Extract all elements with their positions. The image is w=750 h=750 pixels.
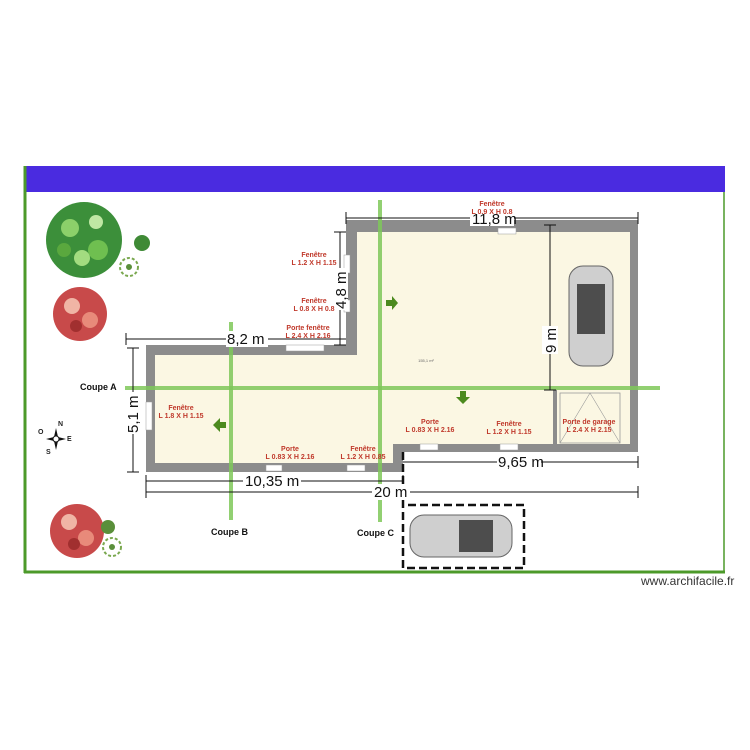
- watermark: www.archifacile.fr: [640, 574, 734, 588]
- compass-e: E: [67, 436, 72, 443]
- car-garage-icon: [568, 265, 614, 367]
- label-fen5-dim: L 1.2 X H 0.85: [340, 454, 385, 461]
- label-porte2-dim: L 0.83 X H 2.16: [406, 427, 455, 434]
- compass-n: N: [58, 421, 63, 428]
- label-fen6-dim: L 1.2 X H 1.15: [486, 429, 531, 436]
- label-fen2-title: Fenêtre: [301, 252, 326, 259]
- label-fen5-title: Fenêtre: [350, 446, 375, 453]
- tree-large-icon: [46, 202, 122, 278]
- dim-bg-5-1: [125, 392, 141, 434]
- parking-outline: [401, 452, 526, 570]
- label-fen1-dim: L 0.9 X H 0.8: [471, 209, 512, 216]
- dim-20: 20 m: [374, 484, 407, 501]
- window-west: [145, 401, 153, 431]
- window-top: [497, 227, 517, 235]
- label-garage-title: Porte de garage: [563, 419, 616, 426]
- compass-o: O: [38, 429, 44, 436]
- label-fen3-dim: L 0.8 X H 0.8: [293, 306, 334, 313]
- dim-9-65: 9,65 m: [498, 454, 544, 471]
- building-floor: [155, 232, 630, 463]
- red-tree-icon: [53, 287, 107, 341]
- label-garage-dim: L 2.4 X H 2.15: [566, 427, 611, 434]
- garage-wall: [553, 390, 557, 444]
- coupe-b-label: Coupe B: [211, 527, 248, 537]
- coupe-a-label: Coupe A: [80, 382, 117, 392]
- label-porte-fenetre-title: Porte fenêtre: [286, 325, 329, 332]
- compass-s: S: [46, 449, 51, 456]
- arrow-down-icon: [456, 391, 470, 404]
- shrub-icon: [134, 235, 150, 251]
- label-porte-fenetre-dim: L 2.4 X H 2.16: [285, 333, 330, 340]
- garage-door: [559, 392, 621, 444]
- area-label: 155,1 m²: [418, 358, 434, 363]
- dim-bg-4-8: [332, 268, 348, 310]
- label-fen6-title: Fenêtre: [496, 421, 521, 428]
- dim-4-8: 4,8 m: [333, 271, 350, 309]
- car-outside-icon: [409, 514, 513, 558]
- label-fen2-dim: L 1.2 X H 1.15: [291, 260, 336, 267]
- dim-5-1: 5,1 m: [125, 395, 142, 433]
- patio-door: [285, 344, 325, 352]
- shrub-bottom-icon: [101, 520, 115, 534]
- label-fen4-title: Fenêtre: [168, 405, 193, 412]
- red-tree-bottom-icon: [50, 504, 104, 558]
- door-south-2: [419, 443, 439, 451]
- label-porte1-title: Porte: [281, 446, 299, 453]
- top-band: [24, 166, 725, 192]
- dim-bg-9-65: [497, 455, 541, 470]
- arrow-right-icon: [386, 296, 398, 310]
- label-porte1-dim: L 0.83 X H 2.16: [266, 454, 315, 461]
- dim-bg-20: [372, 484, 410, 500]
- label-fen4-dim: L 1.8 X H 1.15: [158, 413, 203, 420]
- dim-bg-11-8: [470, 210, 514, 226]
- dim-9: 9 m: [543, 328, 560, 353]
- window-south: [346, 464, 366, 472]
- window-south-2: [499, 443, 519, 451]
- compass-icon: [46, 428, 66, 450]
- dim-bg-9: [542, 326, 558, 354]
- plant-icon: [119, 257, 139, 277]
- dim-8-2: 8,2 m: [227, 331, 265, 348]
- arrow-left-icon: [213, 418, 226, 432]
- dim-11-8: 11,8 m: [472, 211, 517, 228]
- coupe-c-label: Coupe C: [357, 528, 394, 538]
- plant-bottom-icon: [102, 537, 122, 557]
- dim-bg-10-35: [243, 473, 301, 489]
- door-south: [265, 464, 283, 472]
- label-porte2-title: Porte: [421, 419, 439, 426]
- label-fen1-title: Fenêtre: [479, 201, 504, 208]
- dim-10-35: 10,35 m: [245, 473, 299, 490]
- dim-bg-8-2: [226, 331, 268, 347]
- label-fen3-title: Fenêtre: [301, 298, 326, 305]
